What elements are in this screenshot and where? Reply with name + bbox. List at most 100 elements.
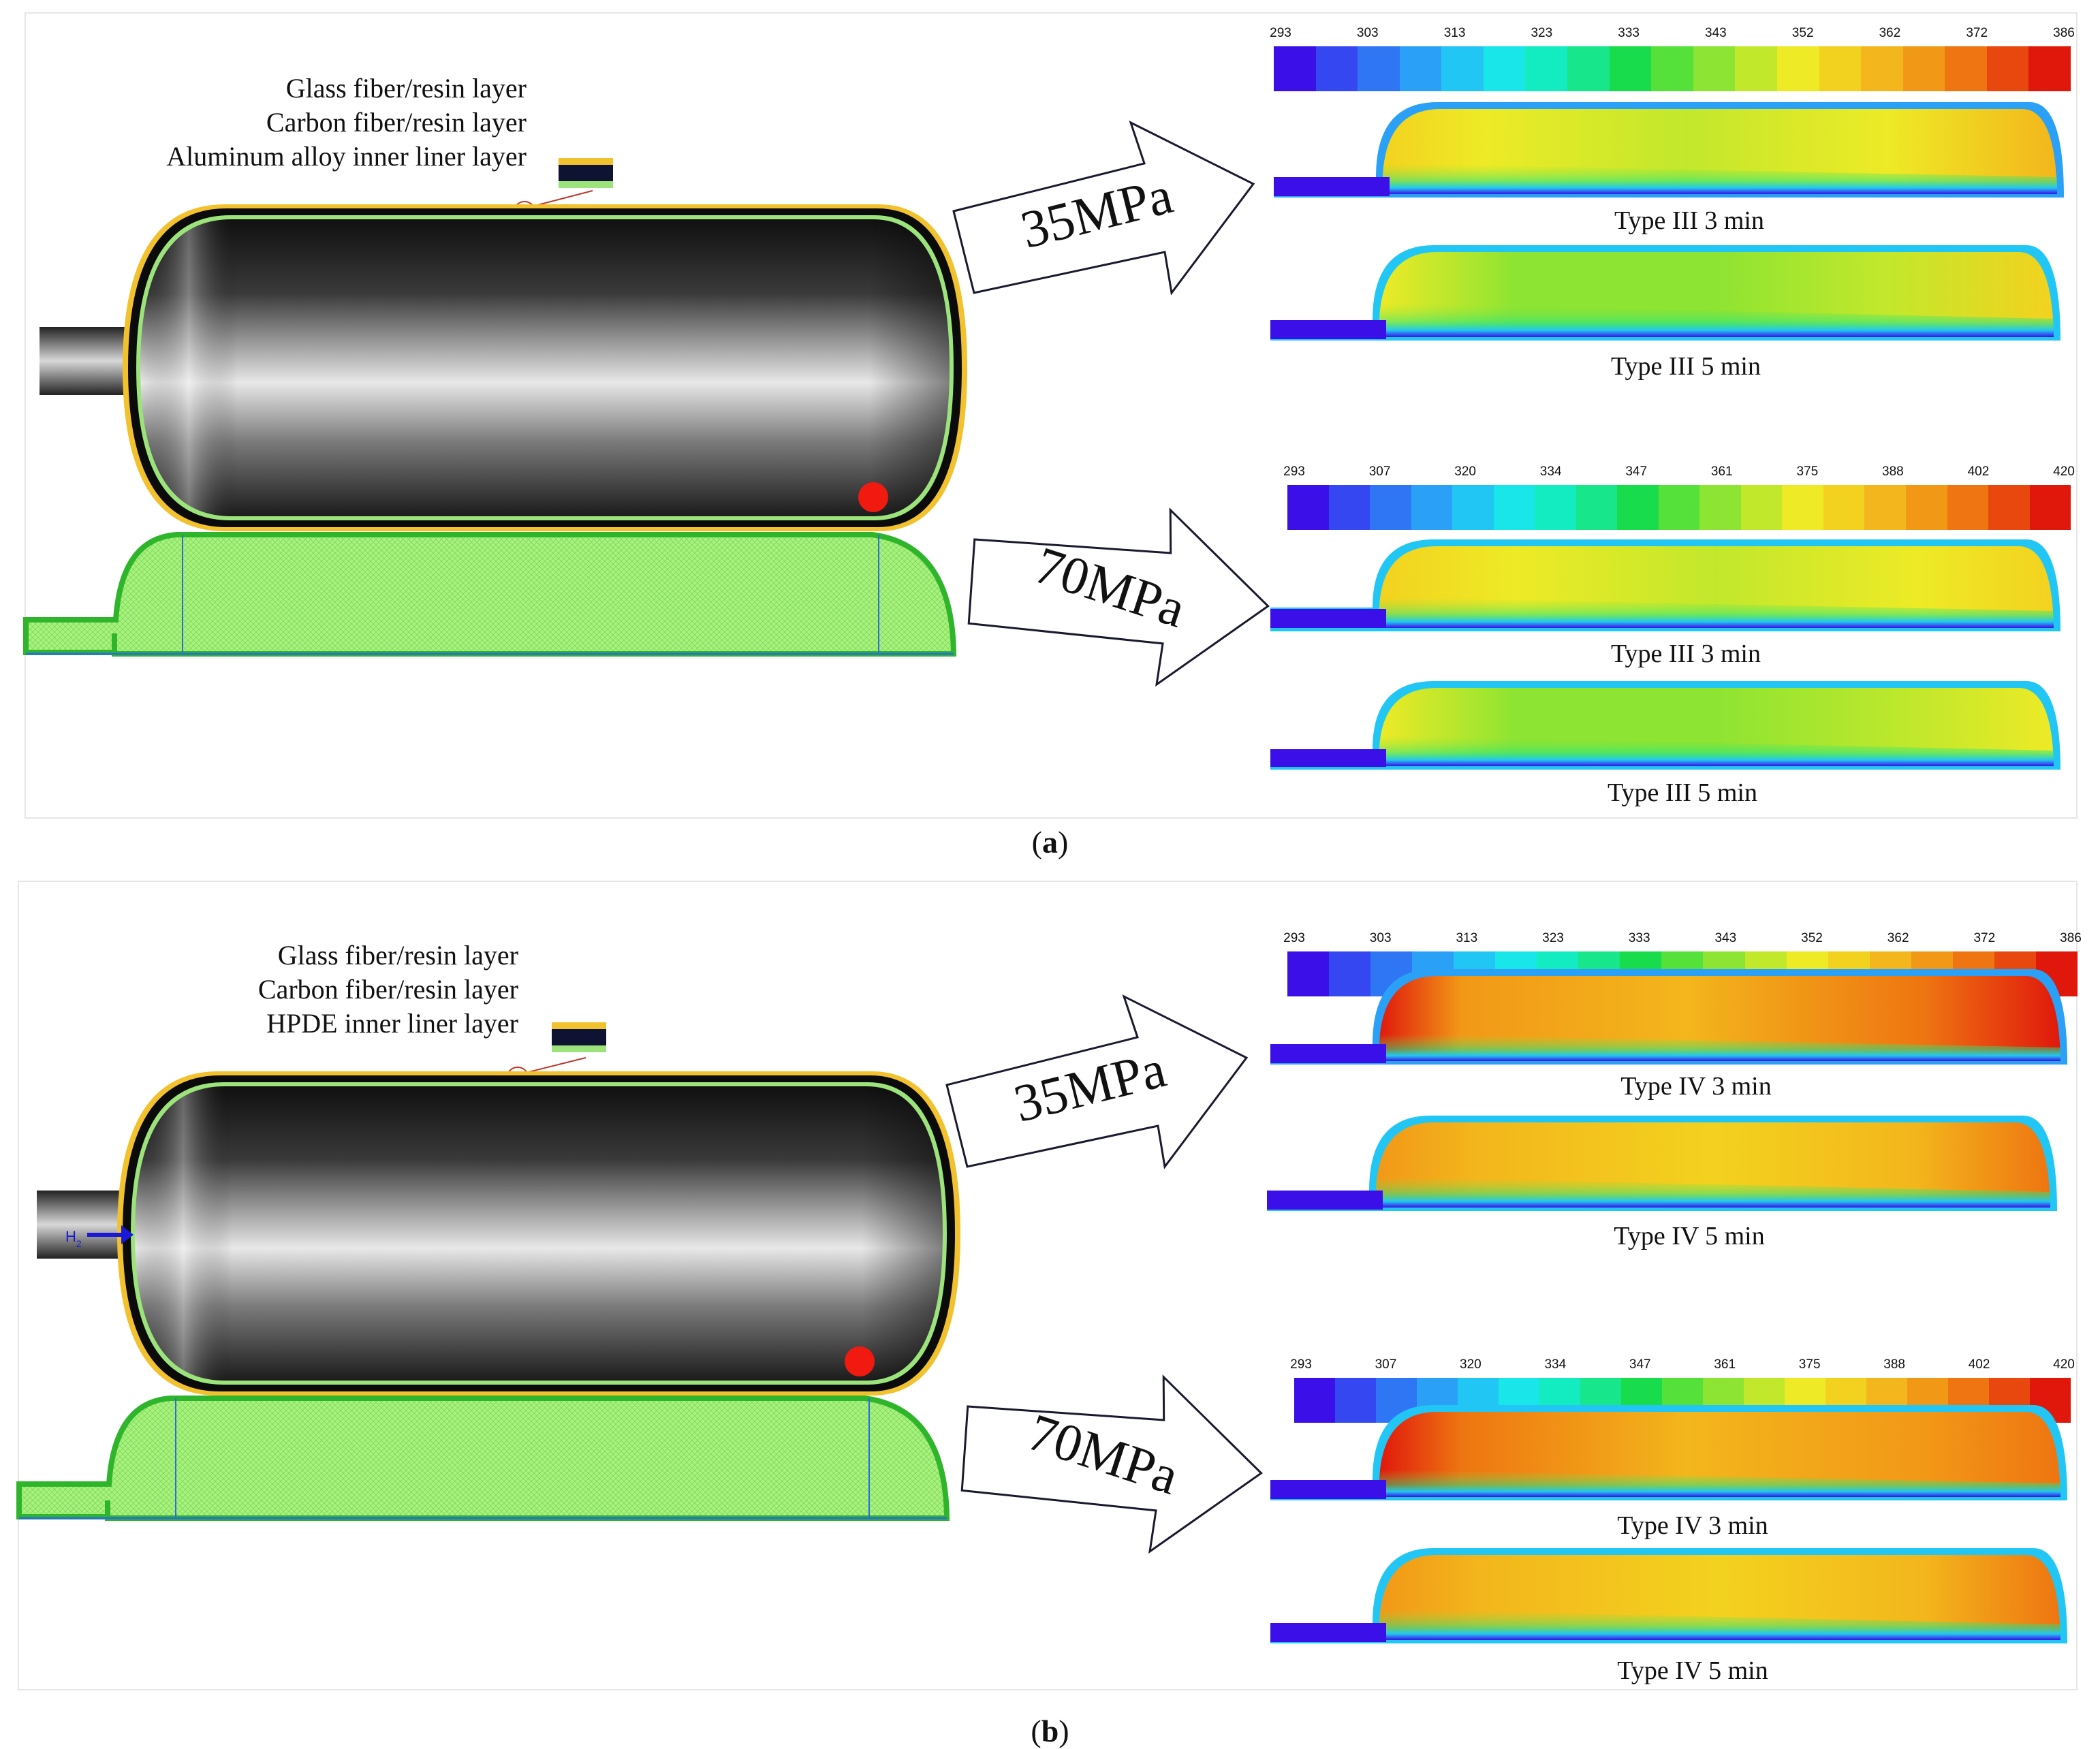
contour-type4-5min-35 — [1267, 1116, 2057, 1211]
scale-tick-label: 352 — [1791, 26, 1814, 40]
result-label: Type IV 3 min — [1620, 1072, 1772, 1101]
contour-type4-5min-70 — [1270, 1548, 2067, 1643]
arrow-35mpa: 35MPa — [947, 109, 1267, 313]
swatch-glass — [559, 158, 613, 165]
result-label: Type IV 3 min — [1617, 1511, 1768, 1540]
scale-tick-label: 334 — [1544, 1357, 1567, 1372]
scale-tick-label: 362 — [1887, 931, 1909, 945]
scale-tick-label: 402 — [1968, 1357, 1990, 1372]
scale-tick-label: 362 — [1879, 26, 1901, 40]
contour-type3-5min-70 — [1270, 681, 2060, 770]
result-label: Type III 3 min — [1610, 640, 1761, 668]
swatch-liner — [552, 1045, 606, 1052]
scale-tick-label: 293 — [1283, 931, 1305, 945]
result-label: Type III 5 min — [1607, 778, 1757, 807]
mesh-model — [23, 532, 957, 657]
swatch-liner — [559, 181, 613, 188]
colorbar-swatch — [1315, 46, 1358, 91]
swatch-carbon — [552, 1029, 606, 1045]
colorbar-swatch — [1740, 485, 1783, 530]
layer-swatch — [552, 1022, 606, 1052]
colorbar-swatch — [1864, 485, 1906, 530]
scale-tick-label: 386 — [2060, 931, 2082, 945]
layer-label-glass: Glass fiber/resin layer — [277, 940, 518, 971]
monitor-point-icon — [858, 482, 888, 512]
colorbar-swatch — [1493, 485, 1535, 530]
monitor-point-icon — [845, 1346, 875, 1376]
scale-tick-label: 303 — [1369, 931, 1392, 945]
scale-tick-label: 420 — [2053, 464, 2075, 479]
colorbar-swatch — [1902, 46, 1945, 91]
contour-type4-3min-70 — [1270, 1405, 2067, 1500]
colorbar-swatch — [1986, 46, 2029, 91]
colorbar-swatch — [1576, 485, 1618, 530]
scale-tick-label: 334 — [1539, 464, 1562, 479]
scale-tick-label: 388 — [1882, 464, 1904, 479]
layer-label-liner: Aluminum alloy inner liner layer — [166, 141, 527, 172]
contour-type3-3min-35 — [1274, 102, 2064, 198]
colorbar-swatch — [1947, 485, 1989, 530]
panel-b: Glass fiber/resin layer Carbon fiber/res… — [0, 874, 2100, 1748]
colorbar-swatch — [1782, 485, 1823, 530]
mesh-model — [16, 1396, 950, 1521]
scale-tick-label: 352 — [1801, 931, 1823, 945]
colorbar-swatch — [1735, 46, 1777, 91]
layer-label-glass: Glass fiber/resin layer — [285, 73, 527, 104]
scale-tick-label: 361 — [1710, 464, 1733, 479]
swatch-carbon — [559, 165, 613, 181]
colorbar-swatch — [1823, 485, 1865, 530]
tank-illustration — [23, 190, 967, 657]
colorbar-swatch — [1287, 951, 1330, 996]
scale-tick-label: 402 — [1967, 464, 1990, 479]
layer-label-liner: HPDE inner liner layer — [266, 1008, 518, 1039]
colorbar-swatch — [1452, 485, 1494, 530]
scale-tick-label: 323 — [1531, 26, 1553, 40]
scale-tick-label: 343 — [1705, 26, 1727, 40]
colorbar-swatch — [1617, 485, 1659, 530]
scale-tick-label: 320 — [1460, 1357, 1482, 1372]
scale-tick-label: 420 — [2053, 1357, 2075, 1372]
arrow-35mpa: 35MPa — [940, 983, 1260, 1187]
scale-tick-label: 333 — [1628, 931, 1650, 945]
layer-legend: Glass fiber/resin layer Carbon fiber/res… — [258, 939, 518, 1041]
scale-tick-label: 343 — [1714, 931, 1737, 945]
colorbar-swatch — [1988, 485, 2030, 530]
contour-type4-3min-35 — [1270, 969, 2067, 1065]
colorbar-swatch — [1287, 485, 1329, 530]
colorbar-swatch — [1399, 46, 1442, 91]
scale-tick-label: 313 — [1443, 26, 1466, 40]
colorbar-swatch — [1693, 46, 1736, 91]
panel-caption: (a) — [1031, 825, 1069, 860]
result-label: Type IV 5 min — [1617, 1656, 1768, 1685]
colorbar-swatch — [1651, 46, 1693, 91]
result-label: Type IV 5 min — [1614, 1222, 1765, 1250]
layer-label-carbon: Carbon fiber/resin layer — [257, 974, 518, 1005]
arrow-70mpa: 70MPa — [954, 1351, 1274, 1555]
colorbar-swatch — [1945, 46, 1987, 91]
colorbar-swatch — [1274, 46, 1316, 91]
scale-tick-label: 307 — [1375, 1357, 1397, 1372]
tank-illustration: H2 — [16, 1057, 960, 1521]
colorbar-swatch — [1411, 485, 1453, 530]
result-label: Type III 3 min — [1614, 206, 1764, 235]
layer-label-carbon: Carbon fiber/resin layer — [266, 107, 527, 138]
layer-legend: Glass fiber/resin layer Carbon fiber/res… — [166, 72, 527, 174]
colorbar-swatch — [1535, 485, 1576, 530]
colorbar-swatch — [1525, 46, 1568, 91]
colorbar-swatch — [1658, 485, 1700, 530]
contour-type3-5min-35 — [1270, 245, 2060, 341]
scale-tick-label: 361 — [1714, 1357, 1736, 1372]
colorbar-swatch — [2028, 46, 2071, 91]
scale-tick-label: 293 — [1290, 1357, 1312, 1372]
colorbar-swatch — [1699, 485, 1741, 530]
colorbar-swatch — [1294, 1378, 1335, 1423]
colorbar-swatch — [1328, 485, 1370, 530]
scale-tick-label: 347 — [1625, 464, 1648, 479]
scale-tick-label: 388 — [1883, 1357, 1905, 1372]
colorbar-swatch — [1819, 46, 1862, 91]
colorbar-swatch — [1905, 485, 1947, 530]
result-label: Type III 5 min — [1610, 352, 1761, 381]
scale-tick-label: 372 — [1966, 26, 1988, 40]
colorbar-swatch — [1861, 46, 1903, 91]
